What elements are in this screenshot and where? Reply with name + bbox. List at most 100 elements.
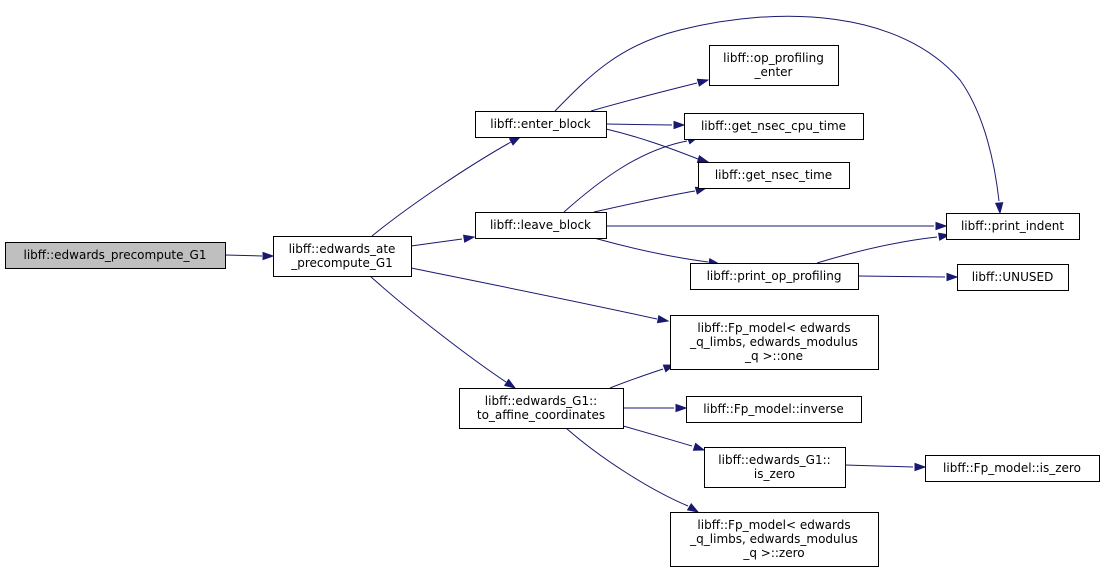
edge-line <box>224 254 263 257</box>
edge-root-ate <box>224 251 275 261</box>
node-label: _precompute_G1 <box>290 256 393 270</box>
edge-printop-unused <box>857 272 959 282</box>
edge-line <box>590 82 698 112</box>
node-g1zero[interactable]: libff::edwards_G1::is_zero <box>704 447 846 488</box>
edge-ate-one <box>410 267 670 324</box>
node-ate[interactable]: libff::edwards_ate_precompute_G1 <box>273 236 412 277</box>
node-opprof_enter[interactable]: libff::op_profiling_enter <box>709 45 839 86</box>
arrowhead <box>692 442 706 451</box>
node-inverse[interactable]: libff::Fp_model::inverse <box>686 396 862 423</box>
arrowhead <box>696 78 710 87</box>
edge-affine-inverse <box>623 403 688 413</box>
edge-printop-indent <box>816 232 951 264</box>
node-label: libff::Fp_model< edwards <box>697 518 850 532</box>
node-box <box>709 45 839 86</box>
edge-line <box>565 427 689 507</box>
node-box <box>475 111 607 138</box>
arrowhead <box>462 234 476 243</box>
edge-line <box>554 15 1000 202</box>
node-root[interactable]: libff::edwards_precompute_G1 <box>5 242 226 269</box>
node-box <box>5 242 226 269</box>
node-box <box>686 396 862 423</box>
edge-enter-indent <box>554 15 1004 215</box>
edge-line <box>410 238 463 247</box>
edge-line <box>609 368 664 389</box>
arrowhead <box>508 136 522 146</box>
arrowhead <box>262 251 275 261</box>
node-label: libff::print_indent <box>961 219 1064 233</box>
edge-enter-cpu <box>605 120 686 130</box>
node-fpzero[interactable]: libff::Fp_model< edwards_q_limbs, edward… <box>670 512 879 567</box>
arrowhead <box>503 378 517 389</box>
node-affine[interactable]: libff::edwards_G1::to_affine_coordinates <box>459 388 624 429</box>
node-label: libff::print_op_profiling <box>707 269 842 283</box>
node-label: libff::Fp_model< edwards <box>697 321 850 335</box>
edge-line <box>844 464 914 468</box>
edge-leave-indent <box>606 221 948 231</box>
node-nsec[interactable]: libff::get_nsec_time <box>698 162 850 189</box>
node-cpu[interactable]: libff::get_nsec_cpu_time <box>684 113 864 140</box>
edge-line <box>857 275 946 278</box>
edge-line <box>369 275 507 383</box>
node-indent[interactable]: libff::print_indent <box>946 213 1080 240</box>
edge-leave-nsec <box>593 186 708 213</box>
node-label: _enter <box>753 65 792 79</box>
edge-line <box>593 190 696 213</box>
arrowhead <box>686 503 700 513</box>
node-box <box>670 315 879 370</box>
node-label: libff::leave_block <box>490 218 591 232</box>
node-label: libff::edwards_precompute_G1 <box>24 248 207 262</box>
edge-line <box>410 267 658 320</box>
arrowhead <box>656 315 670 324</box>
edge-leave-printop <box>593 237 721 267</box>
node-box <box>957 264 1069 291</box>
node-label: libff::get_nsec_cpu_time <box>701 119 846 133</box>
node-box <box>690 263 859 290</box>
edge-ate-affine <box>369 275 517 389</box>
arrowhead <box>675 403 688 413</box>
arrowhead <box>696 154 710 164</box>
node-label: _q_limbs, edwards_modulus <box>689 532 858 546</box>
node-box <box>925 455 1100 482</box>
edge-line <box>605 128 699 160</box>
node-label: is_zero <box>754 467 795 481</box>
node-enter[interactable]: libff::enter_block <box>475 111 607 138</box>
arrowhead <box>673 120 686 130</box>
edge-affine-fpzero <box>565 427 700 513</box>
arrowhead <box>946 272 959 282</box>
node-label: _q >::one <box>744 349 803 363</box>
edge-enter-opprof_enter <box>590 78 710 112</box>
node-box <box>684 113 864 140</box>
arrowhead <box>914 462 927 472</box>
edge-leave-cpu <box>563 136 700 213</box>
node-box <box>273 236 412 277</box>
node-label: libff::enter_block <box>490 117 591 131</box>
node-label: libff::UNUSED <box>972 270 1054 284</box>
edge-affine-g1zero <box>622 425 706 451</box>
node-label: to_affine_coordinates <box>477 408 605 422</box>
node-box <box>946 213 1080 240</box>
node-label: libff::op_profiling <box>723 51 824 65</box>
edge-line <box>563 140 688 213</box>
node-printop[interactable]: libff::print_op_profiling <box>690 263 859 290</box>
edge-affine-one <box>609 364 676 389</box>
edge-ate-leave <box>410 234 476 247</box>
node-label: _q >::zero <box>742 546 804 560</box>
node-fpiszero[interactable]: libff::Fp_model::is_zero <box>925 455 1100 482</box>
edge-line <box>605 123 673 126</box>
node-label: libff::edwards_G1:: <box>485 394 597 408</box>
node-unused[interactable]: libff::UNUSED <box>957 264 1069 291</box>
node-box <box>670 512 879 567</box>
node-label: libff::Fp_model::inverse <box>703 402 844 416</box>
node-box <box>459 388 624 429</box>
node-label: libff::get_nsec_time <box>715 168 832 182</box>
node-label: libff::edwards_ate <box>289 242 396 256</box>
edge-line <box>816 236 938 264</box>
edge-g1zero-fpiszero <box>844 462 927 472</box>
node-box <box>704 447 846 488</box>
node-leave[interactable]: libff::leave_block <box>475 212 607 239</box>
edge-line <box>371 141 512 237</box>
node-one[interactable]: libff::Fp_model< edwards_q_limbs, edward… <box>670 315 879 370</box>
